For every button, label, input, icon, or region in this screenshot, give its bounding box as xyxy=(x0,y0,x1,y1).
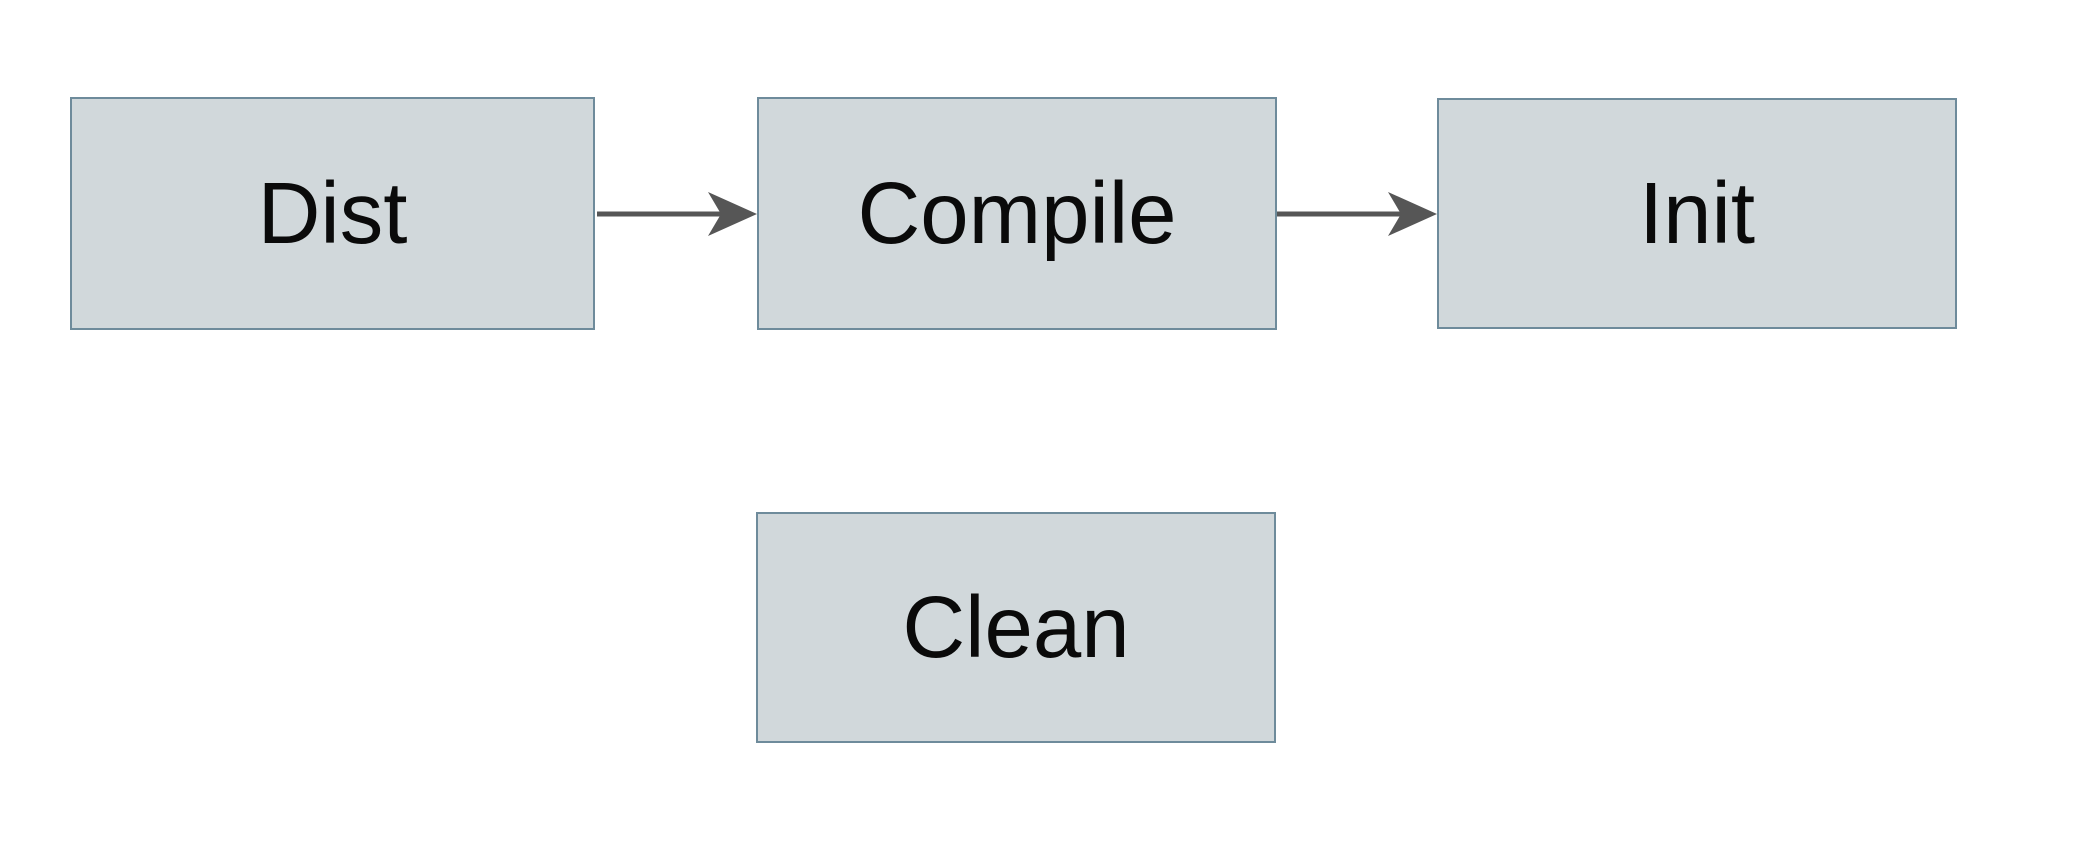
node-dist[interactable]: Dist xyxy=(70,97,595,330)
node-label: Init xyxy=(1638,165,1756,262)
arrowhead-icon xyxy=(708,192,757,236)
arrowhead-icon xyxy=(1388,192,1437,236)
arrow-dist-to-compile[interactable] xyxy=(597,192,757,236)
node-label: Dist xyxy=(257,165,408,262)
arrow-compile-to-init[interactable] xyxy=(1277,192,1437,236)
node-init[interactable]: Init xyxy=(1437,98,1957,329)
node-label: Compile xyxy=(857,165,1177,262)
node-clean[interactable]: Clean xyxy=(756,512,1276,743)
node-label: Clean xyxy=(902,579,1130,676)
node-compile[interactable]: Compile xyxy=(757,97,1277,330)
